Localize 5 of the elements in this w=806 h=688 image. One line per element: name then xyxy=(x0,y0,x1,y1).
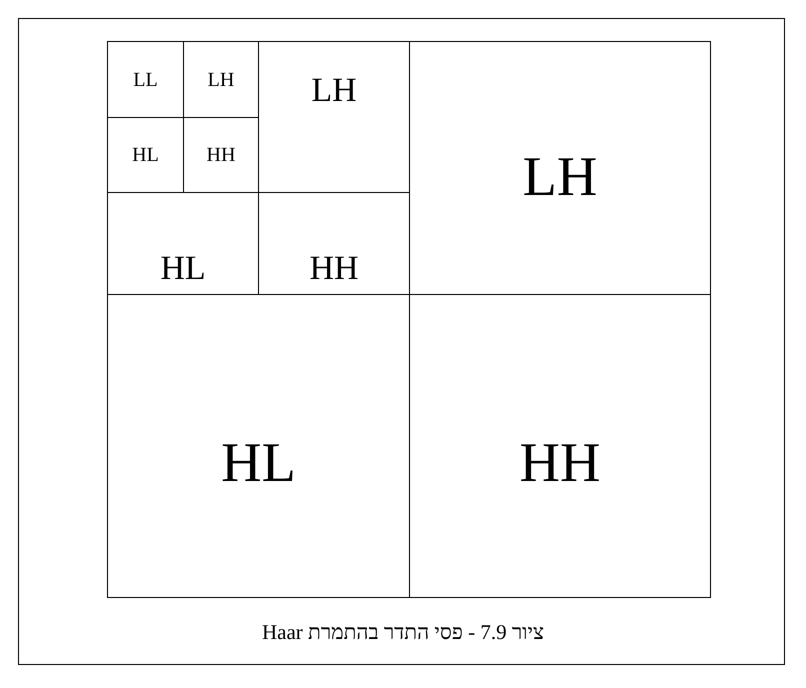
subband-region: HH xyxy=(409,294,711,598)
subband-region: LL xyxy=(107,41,184,118)
figure-caption: ציור 7.9 - פסי התדר בהתמרת Haar xyxy=(262,620,544,645)
subband-region: LH xyxy=(409,41,711,295)
subband-region: HL xyxy=(107,294,410,598)
